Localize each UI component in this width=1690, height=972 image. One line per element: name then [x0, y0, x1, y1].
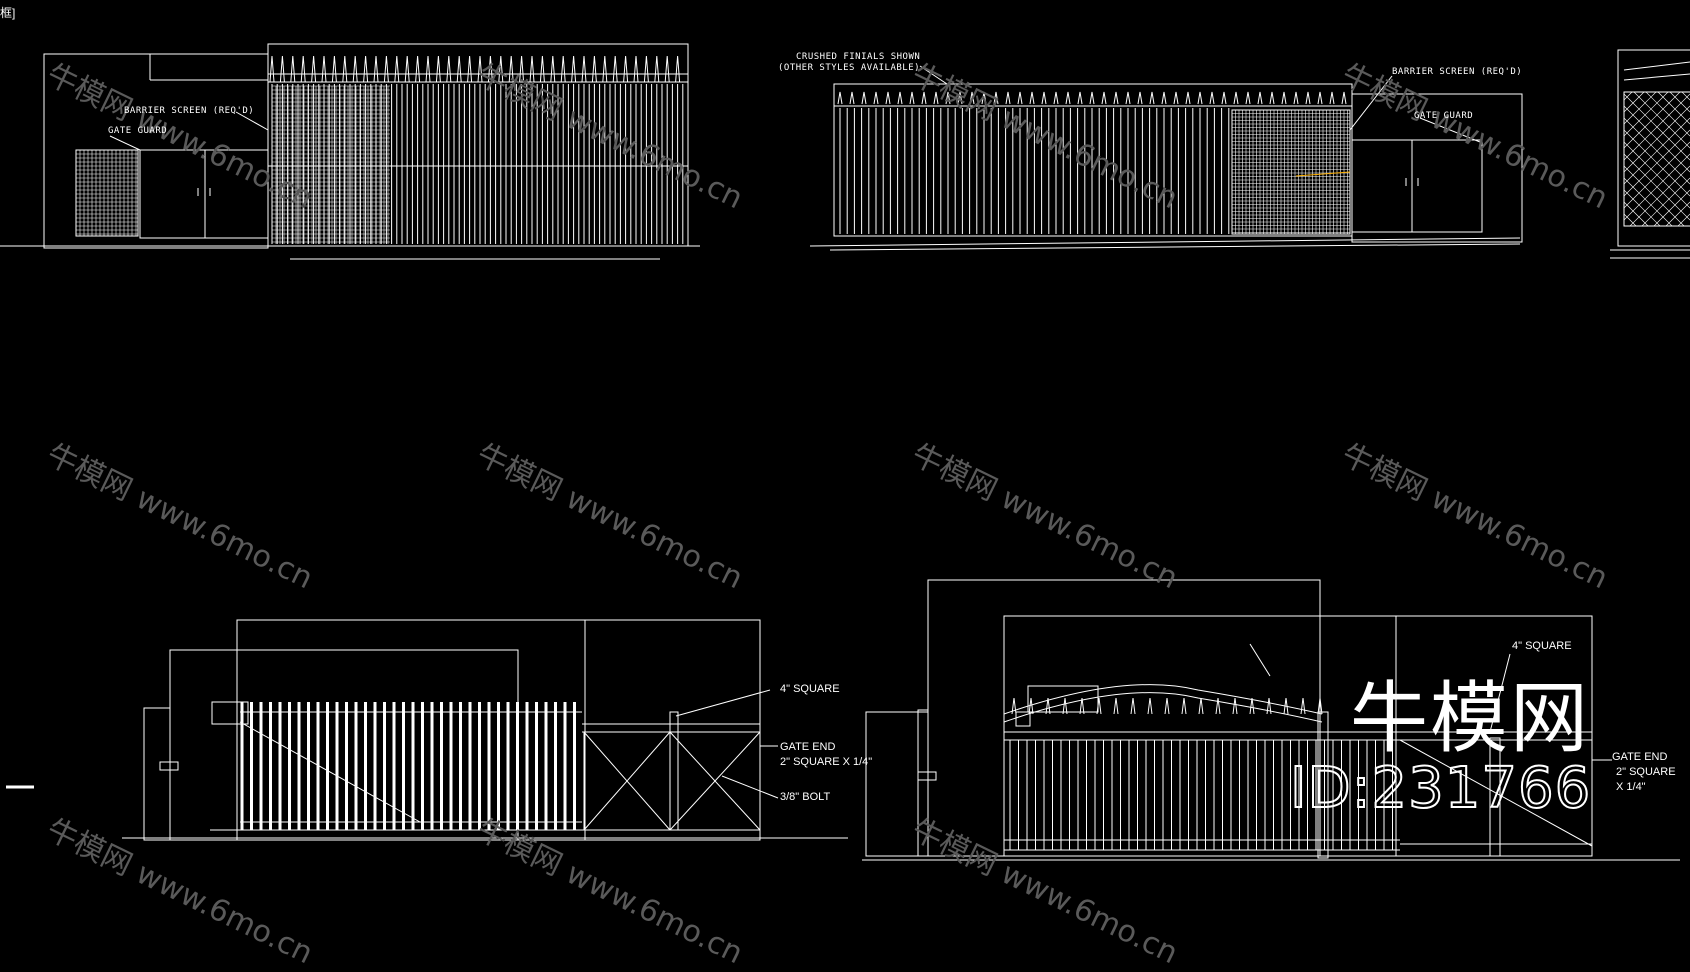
- mesh-hatch: [75, 149, 138, 236]
- label-bolt: 3/8" BOLT: [780, 791, 831, 803]
- label-finials-line1: CRUSHED FINIALS SHOWN: [796, 52, 921, 62]
- gate-finials: [269, 55, 681, 83]
- label-post-4in: 4" SQUARE: [1512, 640, 1572, 652]
- mesh-hatch: [1231, 109, 1350, 234]
- top-right-partial-elevation[interactable]: [1610, 49, 1690, 259]
- leader-gate-guard: [109, 135, 141, 151]
- label-finials-line2: (OTHER STYLES AVAILABLE): [778, 63, 921, 73]
- gate-finials: [837, 91, 1347, 105]
- hinge-post: [917, 709, 929, 857]
- label-post-4in: 4" SQUARE: [780, 683, 840, 695]
- corner-tag: 框]: [0, 6, 16, 20]
- label-gate-end-line1: GATE END: [1612, 751, 1668, 763]
- label-gate-guard: GATE GUARD: [108, 126, 168, 136]
- gate-pickets: [839, 108, 1230, 234]
- gate-finials: [1011, 697, 1323, 715]
- arched-top-rail: [1003, 692, 1323, 723]
- label-gate-end-line3: X 1/4": [1616, 781, 1646, 793]
- gate-guard-box: [1351, 139, 1483, 233]
- top-middle-elevation[interactable]: [809, 65, 1523, 251]
- leader-post: [1489, 653, 1511, 733]
- building-outline: [169, 649, 519, 841]
- label-barrier-screen: BARRIER SCREEN (REQ'D): [1392, 67, 1523, 77]
- ground-line: [809, 237, 1521, 247]
- model-id: ID:231766: [1289, 755, 1592, 822]
- cad-drawing-canvas[interactable]: [0, 0, 1690, 884]
- label-barrier-screen: BARRIER SCREEN (REQ'D): [124, 106, 255, 116]
- label-gate-end-line1: GATE END: [780, 741, 836, 753]
- hinge-post: [143, 707, 171, 841]
- chainlink-panel: [1617, 49, 1690, 247]
- brand-logo-text: 牛模网: [1350, 674, 1591, 764]
- bottom-left-elevation[interactable]: [6, 619, 848, 841]
- label-gate-guard: GATE GUARD: [1414, 111, 1474, 121]
- gate-pickets: [1009, 740, 1393, 850]
- top-left-elevation[interactable]: [0, 43, 700, 260]
- leader-finials: [919, 65, 951, 87]
- gate-guard-box: [139, 149, 269, 239]
- bottom-right-elevation[interactable]: [862, 579, 1680, 861]
- barrier-screen-mesh: [75, 149, 139, 237]
- leader-gate-guard: [1419, 117, 1481, 143]
- leader-barrier: [1349, 75, 1393, 131]
- leader-post: [675, 689, 771, 717]
- gate-pickets: [240, 702, 576, 830]
- leader-barrier: [235, 111, 269, 131]
- gate-pickets: [271, 84, 684, 244]
- chainlink-hatch: [1623, 91, 1690, 227]
- label-gate-end-line2: 2" SQUARE X 1/4": [780, 756, 873, 768]
- label-gate-end-line2: 2" SQUARE: [1616, 766, 1676, 778]
- leader-bolt: [721, 775, 779, 799]
- post-4in: [1317, 711, 1329, 859]
- building-outline: [927, 579, 1321, 857]
- post-4in: [669, 711, 679, 831]
